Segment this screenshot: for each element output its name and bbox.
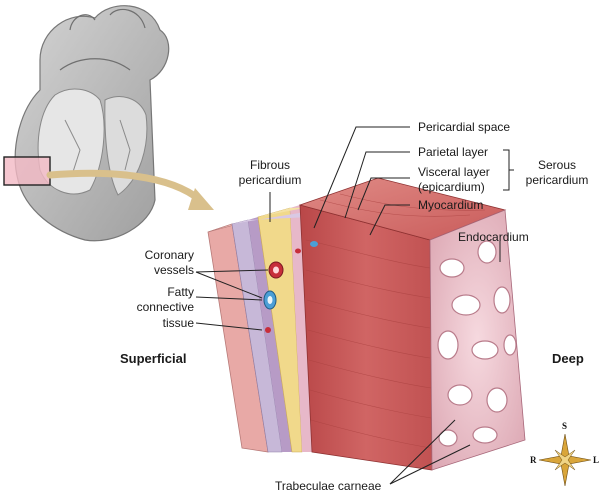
compass-north-label: S xyxy=(562,421,568,431)
compass-west-label: R xyxy=(530,455,537,465)
label-myocardium: Myocardium xyxy=(418,198,484,212)
label-pericardial-space: Pericardial space xyxy=(418,120,511,134)
trabeculae xyxy=(437,240,517,447)
leader-lines xyxy=(195,126,514,485)
label-serous: Serous xyxy=(537,158,577,172)
label-fibrous: Fibrous xyxy=(249,158,290,172)
label-fibrous-pericardium: pericardium xyxy=(238,173,302,187)
compass-east-label: L xyxy=(593,455,600,465)
label-tissue: tissue xyxy=(162,316,194,330)
label-vessels: vessels xyxy=(153,263,194,277)
label-serous-pericardium: pericardium xyxy=(525,173,589,187)
myocardium-front xyxy=(299,204,433,471)
label-deep: Deep xyxy=(552,351,584,366)
coronary-vessels xyxy=(263,241,318,333)
label-superficial: Superficial xyxy=(120,351,187,366)
label-endocardium: Endocardium xyxy=(458,230,529,244)
label-visceral-layer: Visceral layer xyxy=(418,165,490,179)
label-coronary: Coronary xyxy=(144,248,194,262)
tissue-block xyxy=(207,177,526,471)
label-connective: connective xyxy=(136,300,194,314)
label-trabeculae-carneae: Trabeculae carneae xyxy=(275,479,382,493)
label-epicardium: (epicardium) xyxy=(418,180,485,194)
label-parietal-layer: Parietal layer xyxy=(418,145,489,159)
highlight-box xyxy=(3,156,51,186)
label-fatty: Fatty xyxy=(167,285,194,299)
orientation-compass xyxy=(538,433,592,487)
heart-illustration xyxy=(3,5,170,242)
magnify-arrow xyxy=(46,169,214,210)
